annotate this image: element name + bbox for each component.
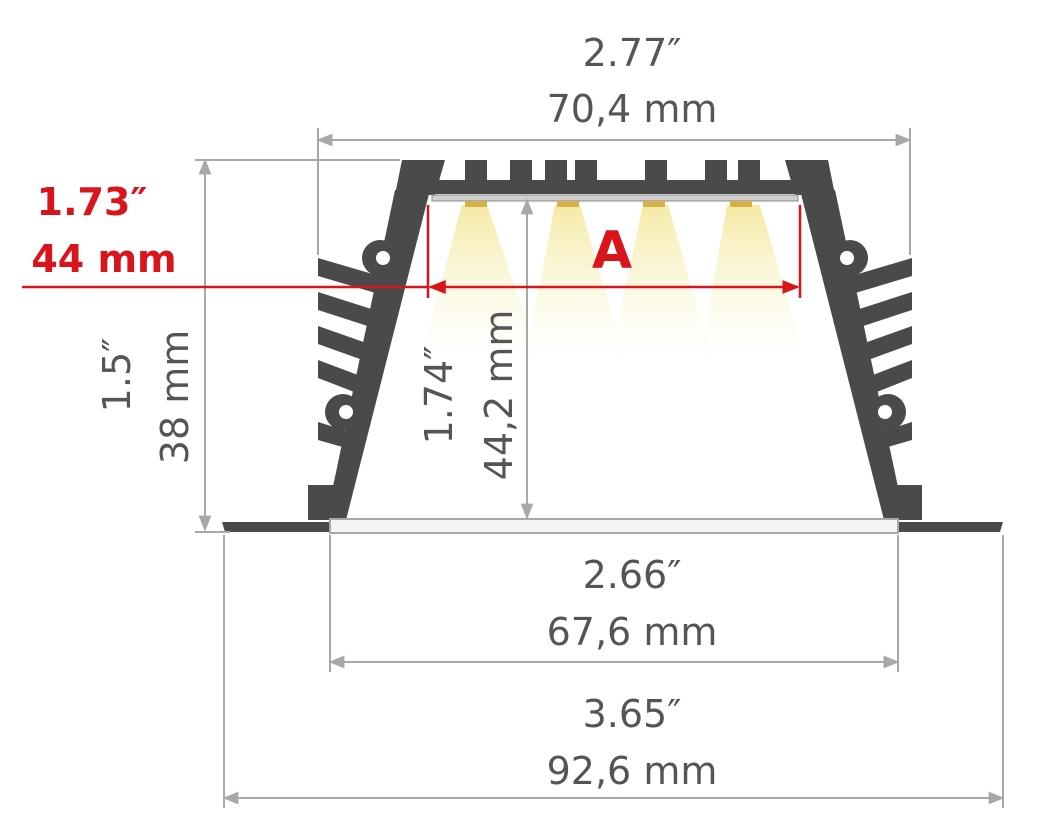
top-width-inch: 2.77″	[583, 31, 682, 75]
height-inch: 1.5″	[95, 338, 139, 413]
total-width-mm: 92,6 mm	[547, 749, 718, 793]
top-width-mm: 70,4 mm	[547, 87, 718, 131]
dimension-lines	[195, 128, 1005, 808]
led-width-mm: 44 mm	[31, 237, 176, 281]
led-width-dimension	[22, 205, 802, 298]
inner-height-mm: 44,2 mm	[477, 310, 521, 481]
inner-height-inch: 1.74″	[417, 346, 461, 445]
total-width-inch: 3.65″	[583, 692, 682, 736]
area-a-label: A	[592, 221, 632, 281]
led-width-inch: 1.73″	[37, 180, 148, 224]
bottom-width-mm: 67,6 mm	[547, 610, 718, 654]
height-mm: 38 mm	[153, 330, 197, 464]
bottom-width-inch: 2.66″	[583, 553, 682, 597]
